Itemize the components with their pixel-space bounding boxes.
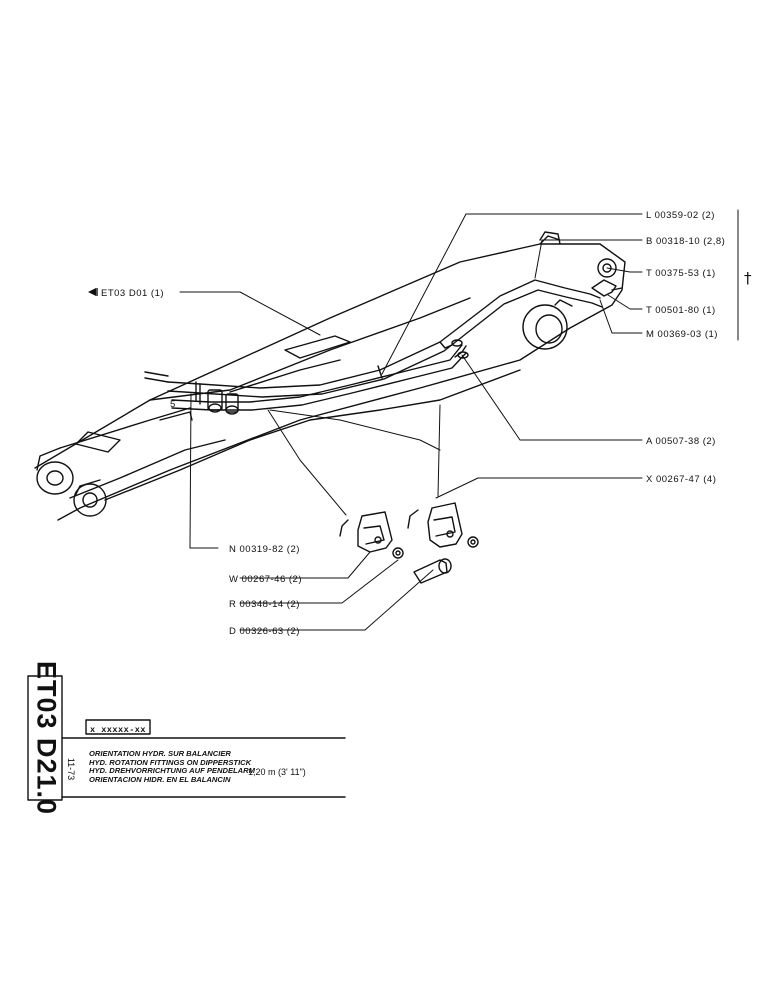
- callout-m: M 00369-03 (1): [646, 329, 718, 340]
- callout-n: N 00319-82 (2): [229, 544, 300, 555]
- callout-x: X 00267-47 (4): [646, 474, 716, 485]
- callout-t2: T 00501-80 (1): [646, 305, 716, 316]
- title-fr: ORIENTATION HYDR. SUR BALANCIER: [89, 749, 231, 758]
- title-block-frame: [27, 675, 346, 801]
- hydraulic-lines: [144, 279, 623, 415]
- leader-lines: [179, 209, 739, 631]
- clamp-hardware: [339, 502, 479, 584]
- title-list: ORIENTATION HYDR. SUR BALANCIER HYD. ROT…: [89, 749, 255, 784]
- reference-arrow-icon: [88, 288, 96, 296]
- title-en: HYD. ROTATION FITTINGS ON DIPPERSTICK: [89, 757, 252, 767]
- ref-label: ET03 D01 (1): [101, 288, 164, 299]
- point-marker-5: 5: [170, 399, 176, 410]
- part-number-box: x xxxxx-xx: [90, 725, 147, 735]
- callout-a: A 00507-38 (2): [646, 436, 716, 447]
- drawing-date: 11-73: [66, 757, 76, 781]
- size-label: 1,20 m (3' 11"): [248, 767, 306, 777]
- callout-r: R 00348-14 (2): [229, 599, 300, 610]
- callout-d: D 00326-63 (2): [229, 626, 300, 637]
- callout-l: L 00359-02 (2): [646, 210, 715, 221]
- dipperstick-arm: [34, 235, 626, 521]
- drawing-code: ET03 D21.0: [31, 660, 62, 816]
- callout-w: W 00267-46 (2): [229, 574, 302, 585]
- title-es: ORIENTACION HIDR. EN EL BALANCIN: [89, 774, 231, 784]
- arm-pin-bosses: [36, 231, 617, 517]
- title-de: HYD. DREHVORRICHTUNG AUF PENDELARM: [89, 766, 255, 776]
- dagger-symbol: †: [744, 269, 752, 287]
- callout-b: B 00318-10 (2,8): [646, 236, 725, 247]
- callout-t1: T 00375-53 (1): [646, 268, 716, 279]
